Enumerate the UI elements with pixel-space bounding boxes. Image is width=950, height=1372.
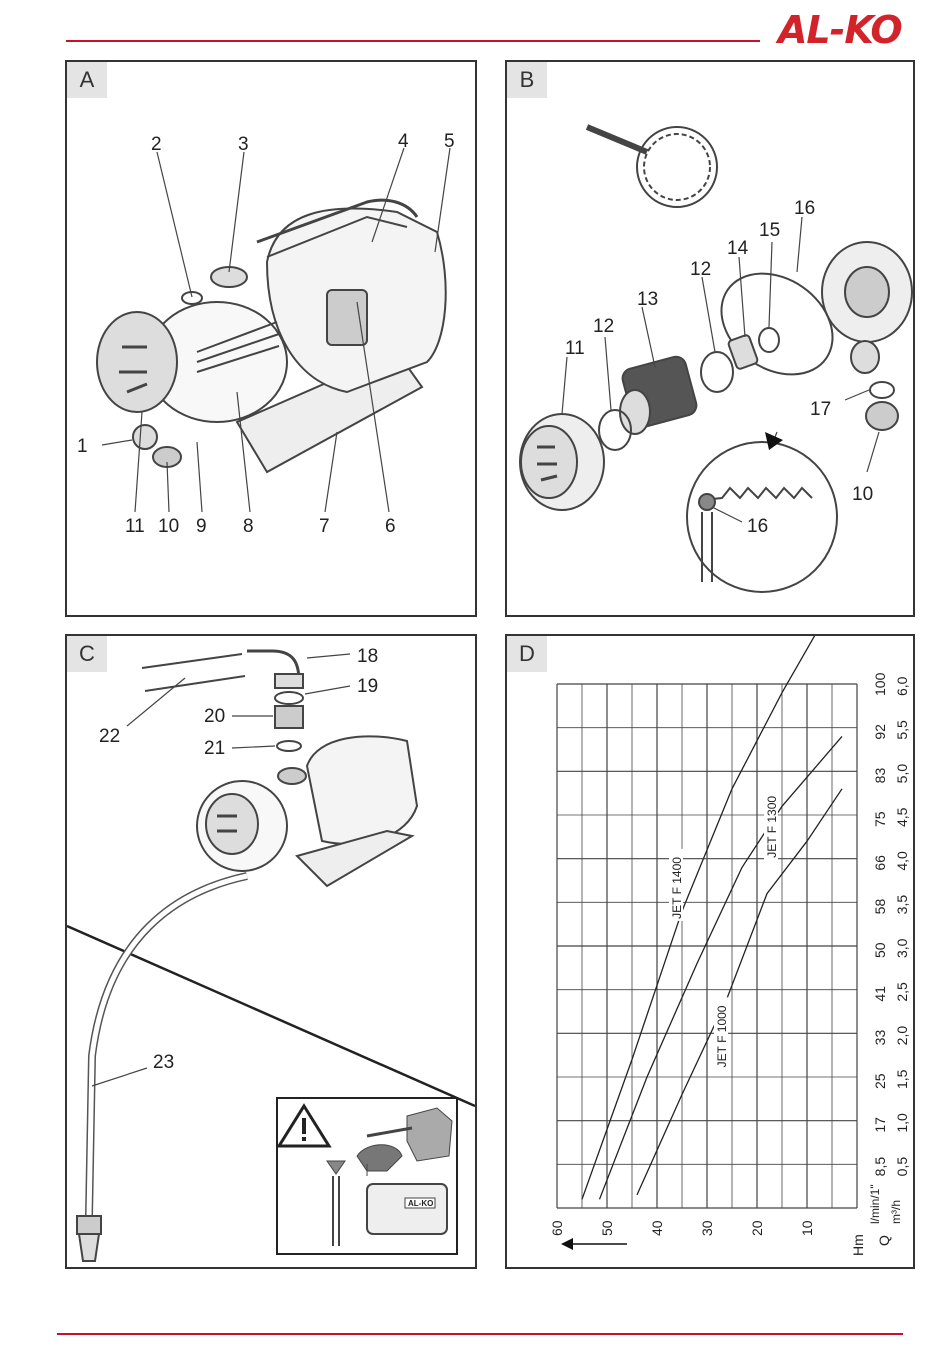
y-tick-label-m3h: 3,0 (894, 938, 910, 958)
warning-inset: AL-KO (277, 1098, 457, 1254)
callout-2: 2 (151, 134, 162, 155)
callout-3: 3 (238, 134, 249, 155)
unit-m3h-label: m³/h (889, 1200, 903, 1224)
exploded-filter-illustration: 16 15 14 12 13 12 11 17 10 16 (507, 62, 913, 615)
y-tick-label-lpm: 100 (872, 672, 888, 696)
chart-labels: 60 50 40 30 20 10 8,5 17 25 33 41 50 58 66 75 83 92 100 0,… (549, 672, 910, 1236)
x-axis-label: Hm (850, 1234, 866, 1256)
callout-10: 10 (852, 484, 873, 505)
series-line (600, 736, 843, 1199)
callout-7: 7 (319, 516, 330, 537)
axis-arrow-head (561, 1238, 573, 1250)
q-axis-label: Q (876, 1235, 892, 1246)
y-tick-label-lpm: 25 (872, 1073, 888, 1089)
y-tick-label-m3h: 3,5 (894, 895, 910, 915)
y-tick-label-m3h: 1,0 (894, 1113, 910, 1133)
y-tick-label-lpm: 75 (872, 811, 888, 827)
callout-1: 1 (77, 436, 88, 457)
callout-5: 5 (444, 131, 455, 152)
x-tick-label: 40 (649, 1220, 665, 1236)
callout-11: 11 (125, 516, 145, 537)
y-tick-label-m3h: 4,5 (894, 807, 910, 827)
callout-12-left: 12 (593, 316, 614, 337)
y-tick-label-lpm: 92 (872, 724, 888, 740)
x-tick-label: 20 (749, 1220, 765, 1236)
pump-illustration: 2 3 4 5 1 11 10 9 8 7 6 (67, 62, 475, 615)
y-tick-label-m3h: 2,5 (894, 982, 910, 1002)
series-label: JET F 1400 (670, 857, 684, 919)
callout-18: 18 (357, 646, 378, 667)
callout-20: 20 (204, 706, 225, 727)
y-tick-label-m3h: 6,0 (894, 676, 910, 696)
callout-16: 16 (794, 198, 815, 219)
installation-illustration: 18 19 20 21 22 23 AL-KO (67, 636, 475, 1267)
callout-8: 8 (243, 516, 254, 537)
y-tick-label-m3h: 1,5 (894, 1069, 910, 1089)
y-tick-label-lpm: 83 (872, 768, 888, 784)
footer-rule (57, 1333, 903, 1335)
callout-19: 19 (357, 676, 378, 697)
y-tick-label-m3h: 0,5 (894, 1157, 910, 1177)
y-tick-label-m3h: 2,0 (894, 1026, 910, 1046)
unit-lpm-label: l/min/1" (868, 1184, 882, 1224)
chart-grid (557, 684, 857, 1208)
y-tick-label-lpm: 17 (872, 1117, 888, 1133)
callout-23: 23 (153, 1052, 174, 1073)
callout-9: 9 (196, 516, 207, 537)
x-tick-label: 30 (699, 1220, 715, 1236)
x-tick-label: 10 (799, 1220, 815, 1236)
brand-logo: AL-KO (778, 8, 902, 52)
callout-6: 6 (385, 516, 396, 537)
y-tick-label-lpm: 58 (872, 899, 888, 915)
panel-c: C (65, 634, 477, 1269)
y-tick-label-m3h: 5,0 (894, 764, 910, 784)
x-tick-label: 50 (599, 1220, 615, 1236)
pump-badge: AL-KO (408, 1199, 433, 1208)
callout-17: 17 (810, 399, 831, 420)
callout-4: 4 (398, 131, 409, 152)
series-label: JET F 1300 (765, 796, 779, 858)
header-rule (66, 40, 760, 42)
y-tick-label-lpm: 8,5 (872, 1157, 888, 1177)
panel-b: B (505, 60, 915, 617)
y-tick-label-m3h: 5,5 (894, 720, 910, 740)
callout-10: 10 (158, 516, 179, 537)
callout-14: 14 (727, 238, 749, 259)
callout-22: 22 (99, 726, 120, 747)
callout-11: 11 (565, 338, 585, 359)
series-line (582, 636, 822, 1199)
x-tick-label: 60 (549, 1220, 565, 1236)
callout-16-detail: 16 (747, 516, 768, 537)
panel-a: A (65, 60, 477, 617)
y-tick-label-lpm: 66 (872, 855, 888, 871)
y-tick-label-m3h: 4,0 (894, 851, 910, 871)
series-line (637, 789, 842, 1195)
callout-12-right: 12 (690, 259, 711, 280)
y-tick-label-lpm: 50 (872, 942, 888, 958)
y-tick-label-lpm: 41 (872, 986, 888, 1002)
callout-13: 13 (637, 289, 658, 310)
y-tick-label-lpm: 33 (872, 1030, 888, 1046)
series-label: JET F 1000 (715, 1005, 729, 1067)
callout-21: 21 (204, 738, 225, 759)
callout-15: 15 (759, 220, 780, 241)
